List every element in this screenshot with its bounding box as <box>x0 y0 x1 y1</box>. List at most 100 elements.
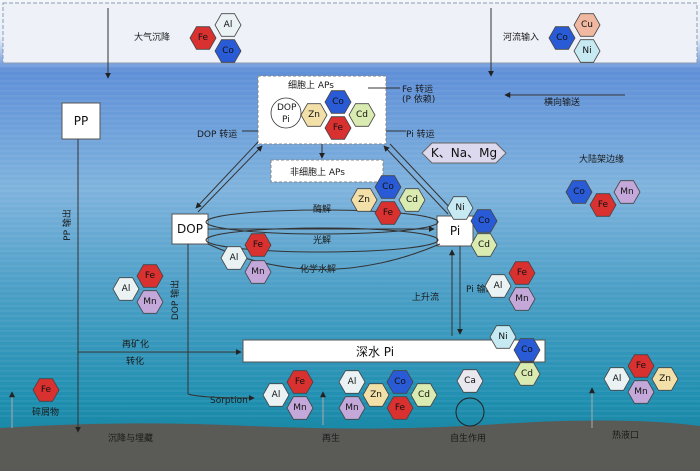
hex-label: Fe <box>198 33 209 43</box>
hex-label: Cd <box>418 390 430 400</box>
hex-shape <box>651 367 679 391</box>
hex-shape <box>244 260 272 284</box>
hex-shape <box>112 277 140 301</box>
hex-shape <box>262 383 290 407</box>
hex-label: Fe <box>253 240 264 250</box>
label-pp-export: PP 输出 <box>61 209 73 241</box>
hex-label: Fe <box>383 208 394 218</box>
hex-label: Mn <box>143 297 156 307</box>
hex-label: Mn <box>620 187 633 197</box>
hex-cd: Cd <box>398 188 426 212</box>
label-cell-surface: 细胞上 APs <box>288 79 334 91</box>
label-pp: PP <box>74 114 88 128</box>
hex-shape <box>508 261 536 285</box>
hex-shape <box>338 370 366 394</box>
label-remin: 再矿化 <box>122 338 149 350</box>
hex-mn: Mn <box>286 396 314 420</box>
hex-al: Al <box>214 13 242 37</box>
hex-label: Zn <box>358 195 370 205</box>
hex-label: Co <box>521 345 533 355</box>
ion-badge <box>421 142 507 164</box>
hex-shape <box>627 354 655 378</box>
sorption-line <box>187 393 255 401</box>
hex-fe: Fe <box>374 201 402 225</box>
label-fe-transport-sub: (P 依赖) <box>402 93 435 105</box>
hex-shape <box>627 380 655 404</box>
hex-shape <box>214 13 242 37</box>
hex-label: Cd <box>521 369 533 379</box>
label-upwelling: 上升流 <box>412 291 439 303</box>
hex-label: Zn <box>308 110 320 120</box>
hex-label: Al <box>613 374 622 384</box>
hex-fe: Fe <box>324 116 352 140</box>
label-cycle-dop: DOP <box>277 103 297 113</box>
hex-label: Fe <box>517 268 528 278</box>
hex-label: Fe <box>636 361 647 371</box>
hex-mn: Mn <box>627 380 655 404</box>
hex-zn: Zn <box>300 103 328 127</box>
label-p-transport: Pi 转运 <box>406 128 435 140</box>
hex-zn: Zn <box>362 383 390 407</box>
hex-label: Fe <box>41 385 52 395</box>
hex-shape <box>386 370 414 394</box>
hex-shape <box>603 367 631 391</box>
autogenic-loop <box>455 397 485 427</box>
hex-shape <box>286 396 314 420</box>
hex-al: Al <box>338 370 366 394</box>
label-dop-transport: DOP 转运 <box>197 128 237 140</box>
hex-shape <box>286 370 314 394</box>
label-autogenic: 自生作用 <box>450 432 486 444</box>
hex-shape <box>220 246 248 270</box>
hex-shape <box>446 196 474 220</box>
label-transform: 转化 <box>126 355 144 367</box>
hex-al: Al <box>220 246 248 270</box>
hex-fe: Fe <box>136 264 164 288</box>
hex-shape <box>513 362 541 386</box>
hex-fe: Fe <box>286 370 314 394</box>
hex-label: Co <box>573 187 585 197</box>
sediment-floor <box>0 420 700 471</box>
hex-shape <box>374 175 402 199</box>
label-hydrothermal: 热液口 <box>612 429 639 441</box>
hex-co: Co <box>470 209 498 233</box>
hex-shape <box>386 396 414 420</box>
hex-shape <box>573 13 601 37</box>
hex-label: Cd <box>478 240 490 250</box>
hex-label: Fe <box>145 271 156 281</box>
hex-co: Co <box>324 90 352 114</box>
hex-label: Zn <box>659 374 671 384</box>
label-lateral: 横向输送 <box>544 96 580 108</box>
label-pi: Pi <box>450 224 460 238</box>
hex-cu: Cu <box>573 13 601 37</box>
hex-label: Fe <box>333 123 344 133</box>
hex-label: Co <box>382 182 394 192</box>
hex-shape <box>300 103 328 127</box>
hex-co: Co <box>565 180 593 204</box>
hex-shape <box>470 209 498 233</box>
hex-al: Al <box>112 277 140 301</box>
label-river: 河流输入 <box>503 31 539 43</box>
hex-label: Ni <box>582 46 591 56</box>
hex-shape <box>324 90 352 114</box>
hex-label: Al <box>122 284 131 294</box>
hex-label: Co <box>222 46 234 56</box>
hex-fe: Fe <box>508 261 536 285</box>
hex-shape <box>338 396 366 420</box>
label-bury: 沉降与埋藏 <box>108 432 153 444</box>
hex-shape <box>410 383 438 407</box>
hex-fe: Fe <box>189 26 217 50</box>
hex-co: Co <box>214 39 242 63</box>
label-enzymolysis: 酶解 <box>313 203 331 215</box>
hex-fe: Fe <box>386 396 414 420</box>
pp-box <box>61 102 101 140</box>
hex-shape <box>348 103 376 127</box>
hex-shape <box>362 383 390 407</box>
hex-shape <box>189 26 217 50</box>
hex-shape <box>613 180 641 204</box>
hex-fe: Fe <box>244 233 272 257</box>
hex-label: Co <box>478 216 490 226</box>
hex-shape <box>484 274 512 298</box>
hex-label: Co <box>394 377 406 387</box>
